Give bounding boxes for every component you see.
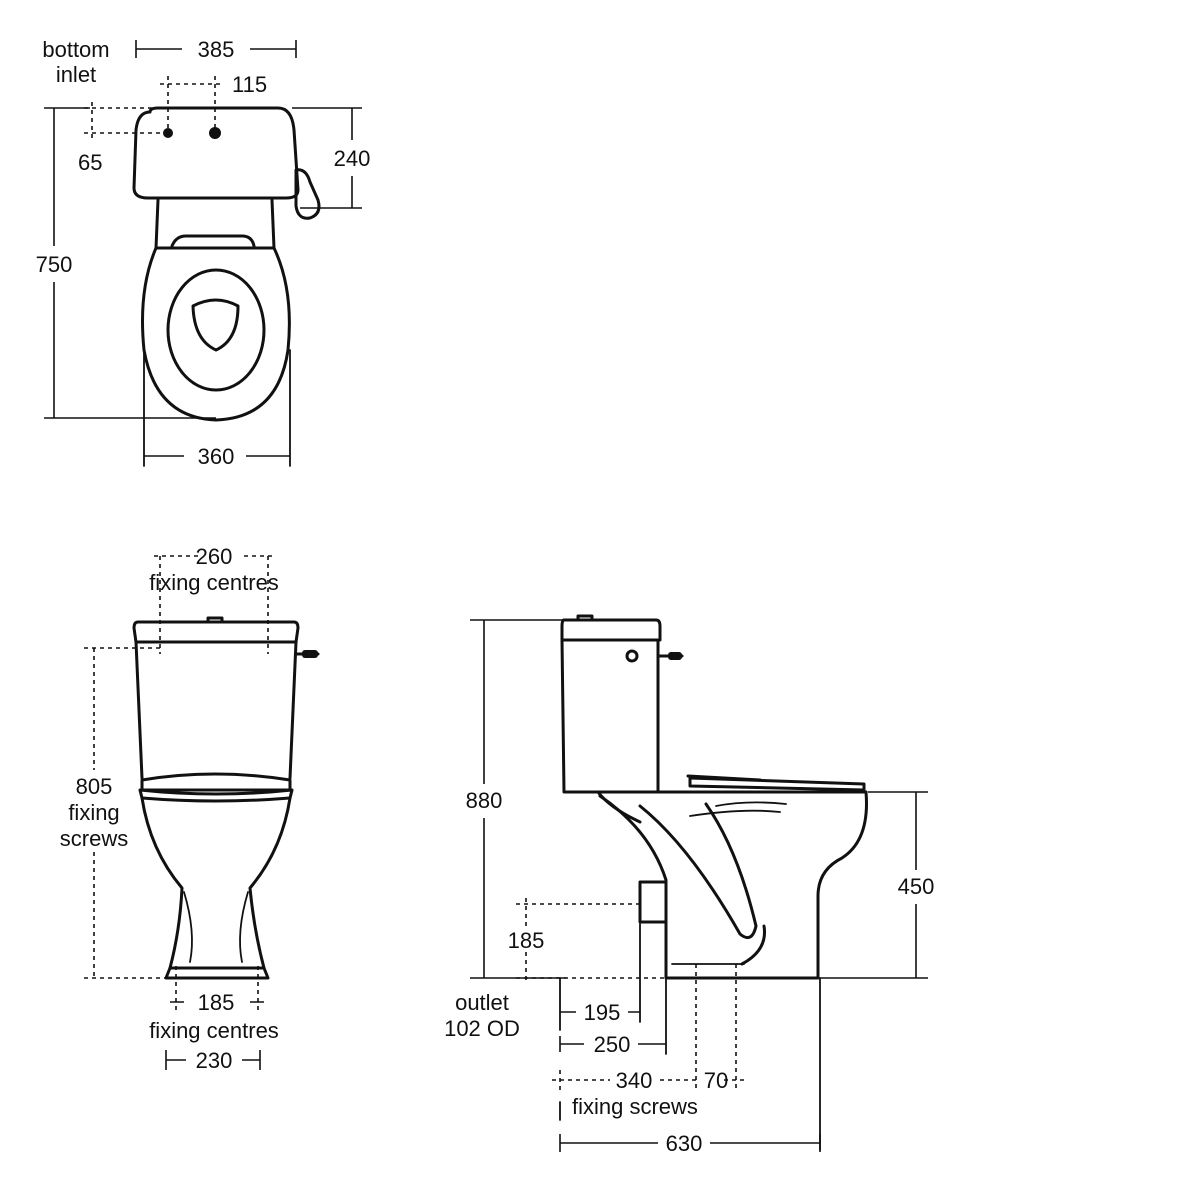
- plan-inlet-hole-right: [209, 127, 221, 139]
- plan-cistern-outline: [132, 106, 300, 200]
- dim-250: 250: [594, 1032, 631, 1057]
- label-bottom-inlet-1: bottom: [42, 37, 109, 62]
- dim-overall-length: 750: [36, 252, 73, 277]
- side-pan-body: [598, 790, 868, 980]
- plan-view: 385 bottom inlet 115 65 240 750 360: [36, 37, 371, 469]
- dim-base-fixing-centres: 185: [198, 990, 235, 1015]
- side-outlet: [638, 880, 668, 924]
- side-trap-inner: [689, 801, 787, 817]
- dim-195: 195: [584, 1000, 621, 1025]
- plan-neck: [154, 198, 276, 250]
- side-pan-rim: [596, 790, 868, 824]
- plan-seat-outer: [141, 246, 291, 422]
- label-cistern-fixing-centres: fixing centres: [149, 570, 279, 595]
- side-trap: [638, 802, 758, 940]
- side-flush-inlet: [740, 924, 767, 966]
- front-button: [206, 616, 224, 624]
- side-cistern-body: [560, 638, 660, 794]
- dim-inlet-spacing: 115: [232, 72, 267, 97]
- label-base-fixing-centres: fixing centres: [149, 1018, 279, 1043]
- dim-inlet-offset: 65: [78, 150, 102, 175]
- dim-base-width: 230: [196, 1048, 233, 1073]
- label-fixing-screws-2: screws: [60, 826, 128, 851]
- front-cistern-lid: [132, 620, 300, 644]
- dim-340: 340: [616, 1068, 653, 1093]
- dim-seat-height: 450: [898, 874, 935, 899]
- front-pedestal-inner: [183, 891, 249, 963]
- dim-cistern-depth: 240: [334, 146, 371, 171]
- dim-cistern-fixing-centres: 260: [196, 544, 233, 569]
- dim-outlet-height: 185: [508, 928, 545, 953]
- dim-overall-height: 880: [466, 788, 503, 813]
- label-side-fixing-screws: fixing screws: [572, 1094, 698, 1119]
- dim-pan-width: 360: [198, 444, 235, 469]
- side-lever-handle: [668, 652, 682, 660]
- front-view: 260 fixing centres 805 fixing screws 185…: [60, 544, 320, 1073]
- label-outlet-2: 102 OD: [444, 1016, 520, 1041]
- plan-hinge-bar: [170, 234, 256, 248]
- label-bottom-inlet-2: inlet: [56, 62, 96, 87]
- dim-70: 70: [704, 1068, 728, 1093]
- front-seat-band: [138, 788, 294, 803]
- dim-fixing-screws-height: 805: [76, 774, 113, 799]
- front-base: [164, 966, 270, 980]
- plan-seat-inner: [166, 268, 266, 392]
- side-flush-button: [625, 649, 639, 663]
- side-seat-hinge: [686, 774, 762, 782]
- side-seat: [688, 776, 866, 792]
- front-pedestal: [140, 796, 292, 970]
- front-cistern-body: [134, 640, 298, 780]
- dim-overall-depth: 630: [666, 1131, 703, 1156]
- side-cistern-lid: [560, 618, 662, 642]
- side-view: 880 450 185 outlet 102 OD 195 250 340 70…: [444, 614, 935, 1156]
- dim-cistern-width: 385: [198, 37, 235, 62]
- side-button: [576, 614, 594, 622]
- label-fixing-screws-1: fixing: [68, 800, 119, 825]
- plan-bowl-opening: [191, 298, 240, 352]
- front-lever-handle: [302, 650, 318, 658]
- front-seat-top: [140, 772, 292, 792]
- label-outlet-1: outlet: [455, 990, 509, 1015]
- plan-flush-lever: [294, 168, 321, 220]
